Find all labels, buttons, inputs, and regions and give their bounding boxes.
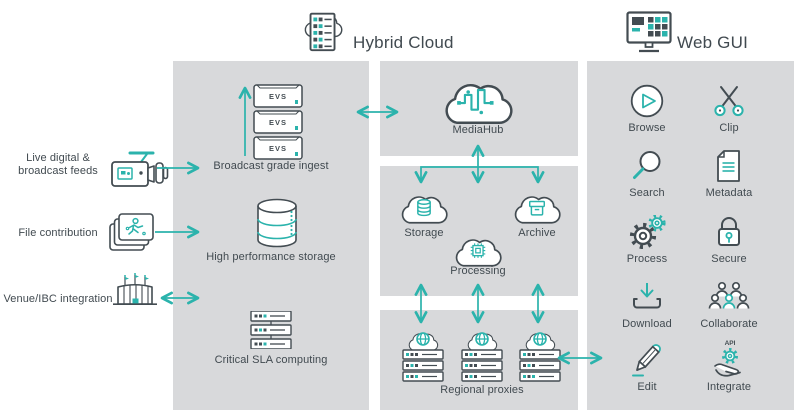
- web-gui-title: Web GUI: [677, 33, 748, 52]
- cloud-storage-label: Storage: [404, 227, 444, 239]
- panel-web-gui: [587, 61, 794, 410]
- video-camera-icon: [111, 151, 169, 187]
- cloud-processing-label: Processing: [450, 265, 506, 277]
- gears-icon: [629, 215, 666, 249]
- hybrid-cloud-title: Hybrid Cloud: [353, 33, 454, 52]
- high-performance-storage-label: High performance storage: [206, 251, 336, 263]
- webgui-item-collaborate: Collaborate: [691, 278, 767, 330]
- storage-cylinder-icon: [257, 198, 297, 248]
- regional-proxies-label: Regional proxies: [440, 384, 524, 396]
- proxy-server-cloud-icon: [519, 332, 561, 382]
- mediahub-cloud-icon: [445, 83, 513, 124]
- storage-cloud-icon: [401, 196, 448, 224]
- server-rack-icon: [250, 311, 292, 349]
- hand-gear-icon: API: [714, 340, 741, 377]
- webgui-item-integrate: API Integrate: [706, 340, 752, 393]
- panel-regional-proxies: [380, 310, 578, 410]
- web-gui-monitor-icon: [626, 11, 672, 53]
- archive-cloud-icon: [514, 196, 561, 224]
- proxy-server-cloud-icon: [461, 332, 503, 382]
- file-stack-icon: [109, 213, 154, 251]
- venue-integration-label: Venue/IBC integration: [3, 293, 113, 305]
- webgui-item-secure: Secure: [691, 213, 767, 265]
- live-feeds-label: Live digital & broadcast feeds: [18, 152, 98, 177]
- people-group-icon: [708, 281, 750, 309]
- scissors-icon: [714, 86, 744, 117]
- svg-text:EVS: EVS: [269, 92, 287, 101]
- cloud-archive-label: Archive: [518, 227, 556, 239]
- webgui-item-metadata: Metadata: [691, 147, 767, 199]
- padlock-icon: [718, 217, 740, 246]
- magnifier-icon: [633, 151, 661, 179]
- hybrid-cloud-icon: [304, 12, 343, 52]
- pencil-icon: [632, 344, 661, 377]
- webgui-item-search: Search: [609, 147, 685, 199]
- file-contribution-label: File contribution: [18, 227, 98, 239]
- webgui-item-edit: Edit: [609, 341, 685, 393]
- svg-text:EVS: EVS: [269, 144, 287, 153]
- panel-cloud-services: [380, 166, 578, 296]
- mediahub-label: MediaHub: [452, 124, 504, 136]
- broadcast-ingest-label: Broadcast grade ingest: [213, 160, 329, 172]
- webgui-item-browse: Browse: [609, 82, 685, 134]
- download-tray-icon: [633, 283, 661, 309]
- processing-cloud-icon: [455, 239, 502, 267]
- svg-text:EVS: EVS: [269, 118, 287, 127]
- webgui-item-process: Process: [609, 213, 685, 265]
- proxy-server-cloud-icon: [402, 332, 444, 382]
- webgui-item-clip: Clip: [691, 82, 767, 134]
- evs-server-stack-icon: EVS EVS EVS: [253, 84, 303, 160]
- stadium-icon: [113, 273, 157, 306]
- svg-text:API: API: [725, 340, 736, 347]
- critical-sla-label: Critical SLA computing: [214, 354, 328, 366]
- webgui-item-download: Download: [609, 278, 685, 330]
- document-icon: [717, 150, 740, 182]
- play-circle-icon: [630, 84, 664, 118]
